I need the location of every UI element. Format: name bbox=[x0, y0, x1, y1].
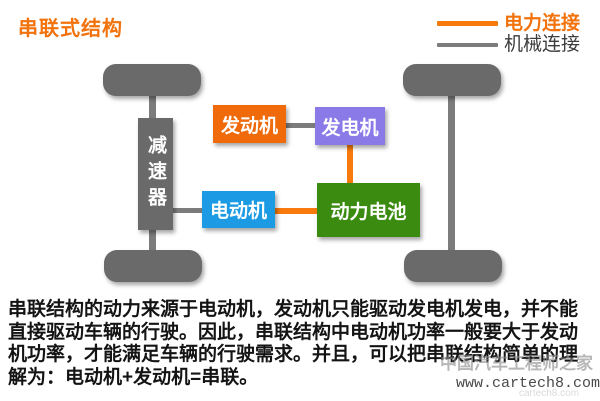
motor-box: 电动机 bbox=[202, 191, 275, 228]
generator-battery-electrical-connector bbox=[347, 144, 353, 184]
mechanical-connection-label: 机械连接 bbox=[504, 34, 581, 55]
reducer-motor-mechanical-connector bbox=[172, 208, 203, 213]
page-title: 串联式结构 bbox=[18, 18, 123, 40]
mechanical-connection-line-icon bbox=[437, 43, 498, 47]
wheel-front-left bbox=[103, 64, 201, 96]
right-axle-line bbox=[448, 92, 455, 252]
description-text: 串联结构的动力来源于电动机，发动机只能驱动发电机发电，并不能 直接驱动车辆的行驶… bbox=[8, 299, 579, 388]
wheel-rear-left bbox=[104, 250, 202, 282]
wheel-rear-right bbox=[404, 250, 502, 282]
electrical-connection-line-icon bbox=[437, 21, 498, 26]
generator-box: 发电机 bbox=[315, 107, 385, 145]
watermark-echo: cartech8.com bbox=[519, 388, 580, 399]
engine-generator-mechanical-connector bbox=[285, 123, 316, 128]
motor-battery-electrical-connector bbox=[274, 208, 318, 214]
electrical-connection-label: 电力连接 bbox=[504, 13, 581, 34]
reducer-box: 减速器 bbox=[138, 118, 173, 230]
engine-box: 发动机 bbox=[213, 105, 286, 143]
battery-box: 动力电池 bbox=[317, 183, 420, 237]
wheel-front-right bbox=[403, 64, 501, 96]
